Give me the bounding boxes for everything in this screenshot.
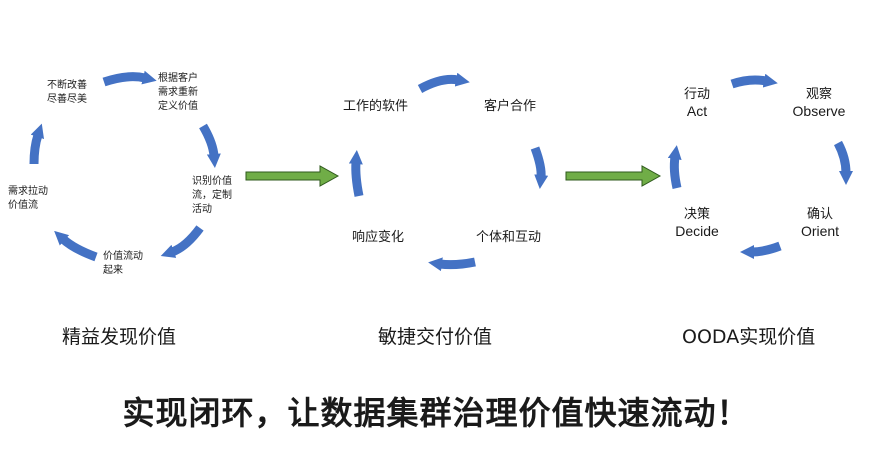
lean-caption: 精益发现价值 (62, 326, 177, 348)
ooda-node-decide: 决策 Decide (668, 206, 726, 240)
lean-node-demand-pull: 需求拉动 价值流 (8, 186, 48, 211)
ooda-caption: OODA实现价值 (682, 326, 816, 348)
agile-arrow-right (530, 146, 549, 189)
agile-node-respond-change: 响应变化 (352, 230, 405, 245)
ooda-act-cn: 行动 (683, 87, 710, 102)
ooda-decide-cn: 决策 (683, 207, 710, 222)
agile-node-customer-collaboration: 客户合作 (484, 99, 537, 114)
ooda-node-orient: 确认 Orient (792, 206, 848, 240)
lean-node-identify-stream: 识别价值 流，定制 活动 (192, 176, 232, 215)
slogan: 实现闭环，让数据集群治理价值快速流动！ (122, 394, 750, 432)
ooda-node-act: 行动 Act (672, 86, 722, 120)
ooda-orient-cn: 确认 (806, 207, 833, 222)
ooda-observe-en: Observe (792, 103, 846, 119)
lean-arrow-left (29, 123, 45, 165)
agile-arrow-top (417, 72, 470, 93)
lean-node-value-flows: 价值流动 起来 (103, 251, 143, 276)
ooda-arrow-left (667, 145, 682, 189)
connector-arrow-agile-to-ooda (565, 165, 662, 187)
lean-arrow-top (102, 70, 157, 87)
agile-caption: 敏捷交付价值 (378, 326, 493, 348)
lean-arrow-bottom-left (54, 230, 98, 262)
ooda-decide-en: Decide (675, 223, 719, 239)
lean-node-continuous-improve: 不断改善 尽善尽美 (47, 80, 87, 105)
lean-node-define-value: 根据客户 需求重新 定义价值 (158, 73, 198, 112)
ooda-observe-cn: 观察 (805, 87, 832, 102)
connector-arrow-lean-to-agile (245, 165, 340, 187)
ooda-arrow-right (833, 140, 853, 185)
agile-arrow-left (348, 150, 364, 197)
ooda-arrow-top (730, 73, 778, 89)
lean-arrow-bottom-right (160, 225, 204, 258)
agile-node-working-software: 工作的软件 (343, 99, 409, 114)
lean-arrow-right (199, 123, 221, 168)
ooda-orient-en: Orient (800, 223, 840, 239)
ooda-act-en: Act (686, 103, 708, 119)
agile-node-individuals-interactions: 个体和互动 (476, 230, 542, 245)
ooda-arrow-bottom (740, 241, 782, 259)
ooda-node-observe: 观察 Observe (786, 86, 852, 120)
agile-arrow-bottom (428, 257, 476, 272)
